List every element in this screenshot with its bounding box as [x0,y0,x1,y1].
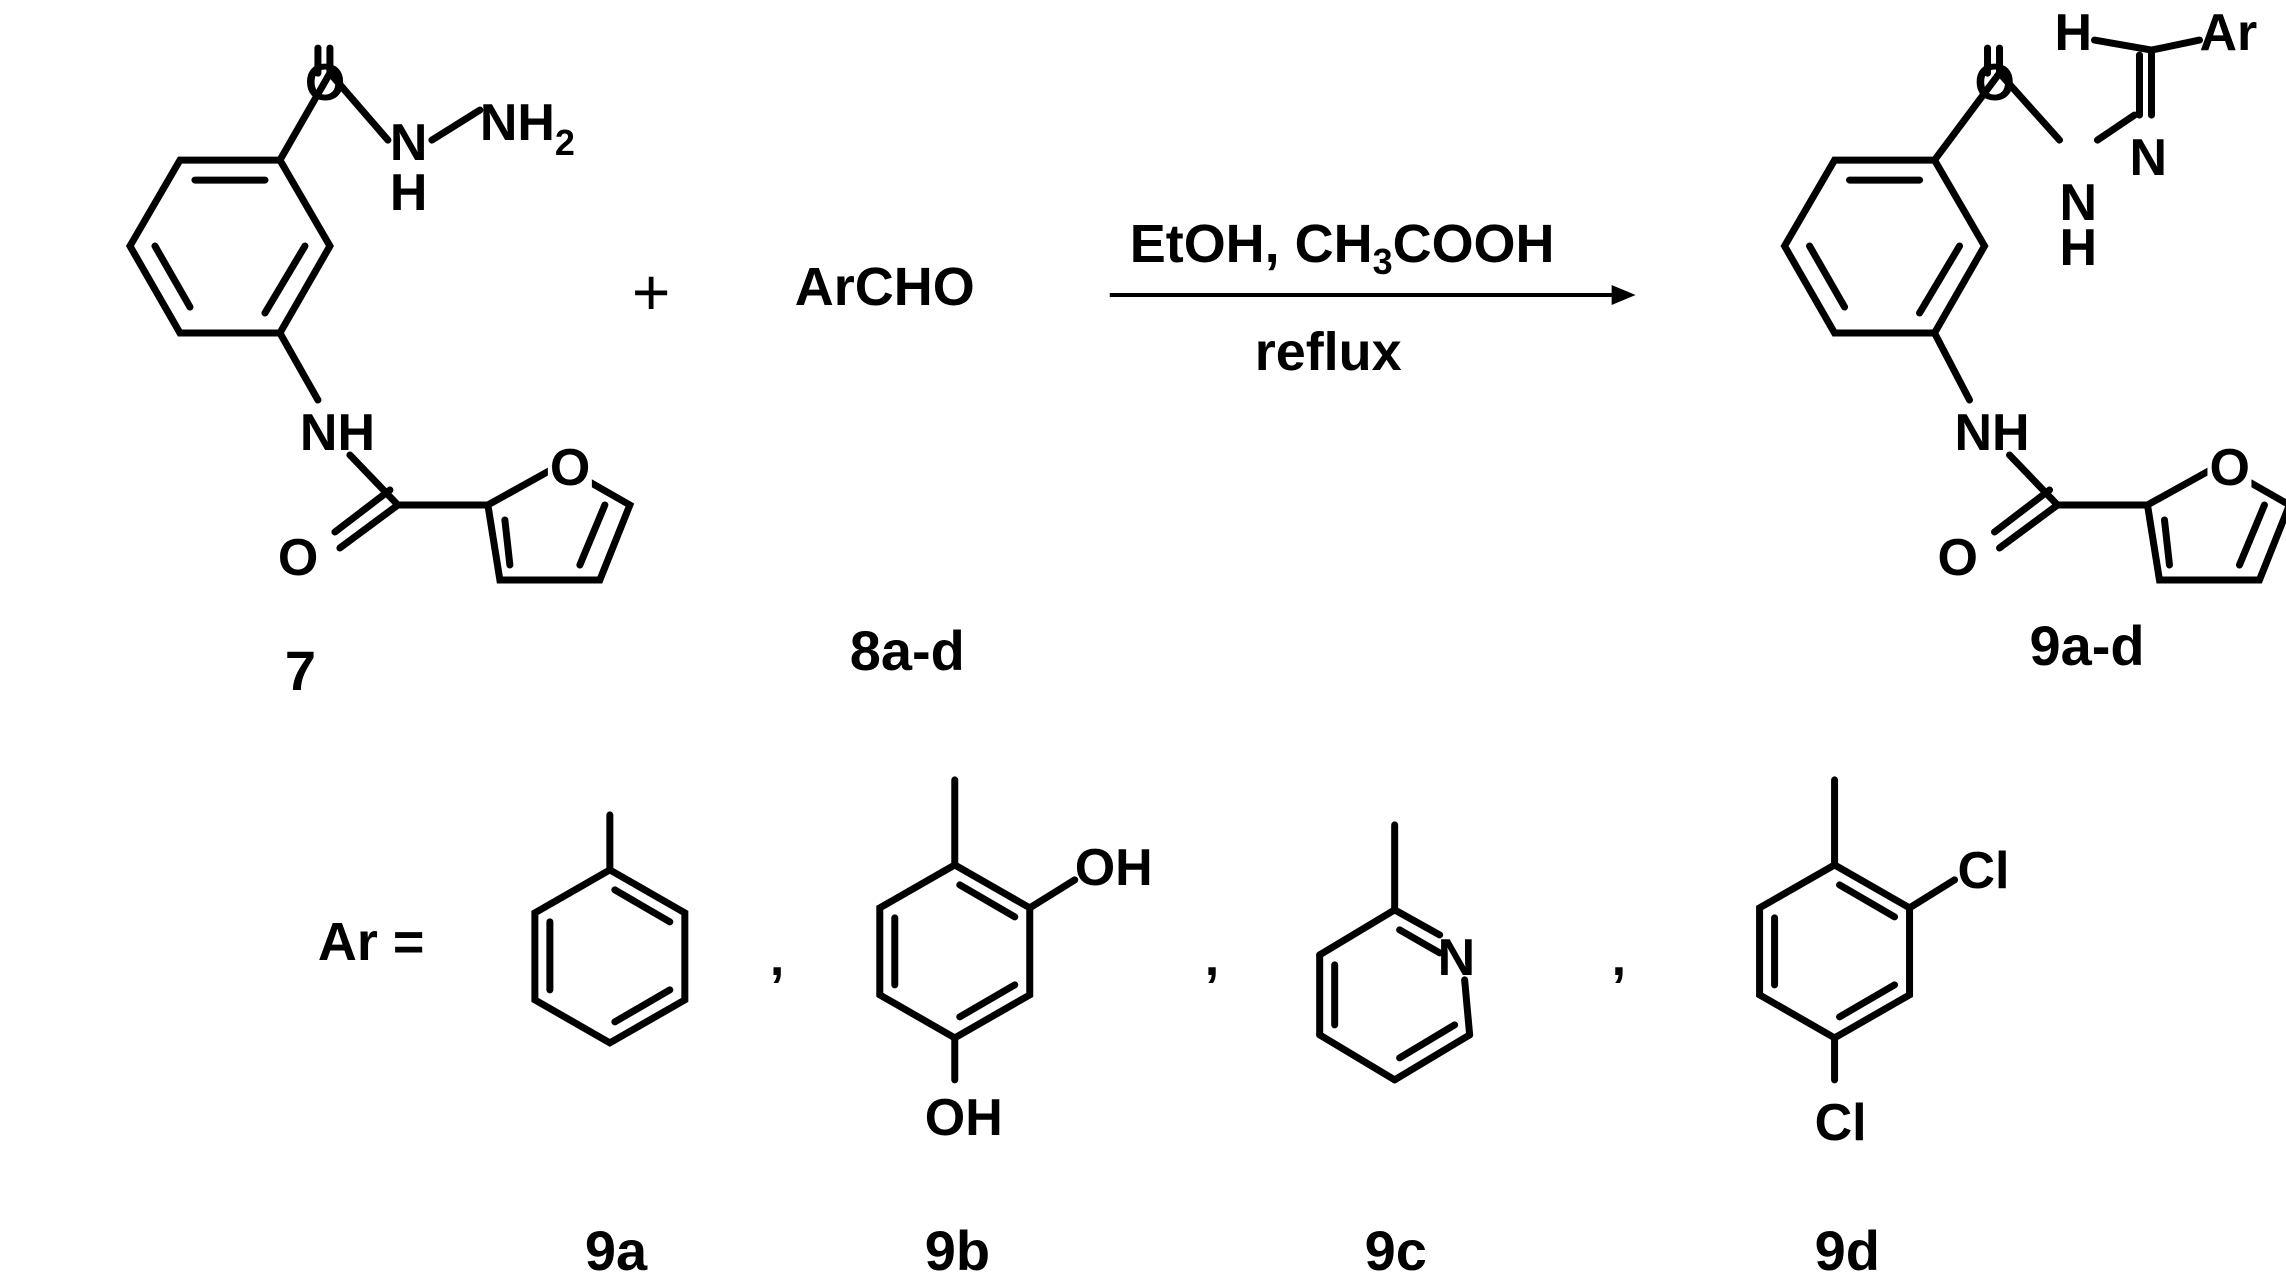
compound-7-structure: O N NH 2 H NH O O [125,44,635,587]
substituent-9a-phenyl [531,811,689,1047]
nh2-subscript: 2 [555,122,575,163]
plus-sign: + [632,255,671,329]
substituent-9d-dichlorophenyl [1756,776,1959,1084]
substituent-9b-dihydroxyphenyl [876,776,1079,1084]
substituent-9a-label: 9a [585,1219,648,1282]
compound-8-label: 8a-d [850,619,965,682]
nitrogen-hydrazide-label: N [390,114,428,172]
nh2-label: NH [480,94,555,152]
substituent-9c-label: 9c [1365,1219,1427,1282]
separator-comma-1: , [770,929,784,987]
compound-9-label: 9a-d [2030,614,2145,677]
amide-oxygen-label: O [1938,529,1978,587]
ar-equals-label: Ar = [318,912,425,972]
substituent-9b-label: 9b [925,1219,990,1282]
substituent-9d-cl-para: Cl [1815,1094,1867,1152]
nitrogen-hydrazide-label: N [2060,174,2098,232]
separator-comma-2: , [1205,929,1219,987]
benzene-ring [1780,156,1989,337]
reaction-arrow [1109,285,1636,306]
furan-oxygen-label: O [550,439,590,497]
conditions-reflux: reflux [1255,322,1402,382]
hydrazide-h-label: H [2060,219,2098,277]
conditions-reagents: EtOH, CH3COOH [1130,214,1555,282]
compound-9-structure: H Ar O N N H NH O O [1780,4,2286,587]
substituent-9b-oh-para: OH [925,1089,1003,1147]
substituent-9b-oh-ortho: OH [1075,839,1153,897]
compound-7-label: 7 [285,639,316,702]
oxygen-carbonyl-label: O [1975,54,2015,112]
substituent-9c-pyridyl [1316,821,1474,1084]
benzene-ring [125,156,334,337]
substituent-9d-cl-ortho: Cl [1958,842,2010,900]
amide-oxygen-label: O [278,529,318,587]
amide-nh-label: NH [1955,404,2030,462]
amide-nh-label: NH [300,404,375,462]
imine-h-label: H [2055,4,2093,62]
imine-nitrogen-label: N [2129,129,2167,187]
hydrazide-h-label: H [390,164,428,222]
furan-oxygen-label: O [2209,439,2249,497]
ar-group-label: Ar [2199,4,2257,62]
separator-comma-3: , [1612,929,1626,987]
substituent-9d-label: 9d [1815,1219,1880,1282]
oxygen-carbonyl-label: O [305,54,345,112]
substituent-9c-n-label: N [1438,929,1476,987]
archo-formula: ArCHO [795,257,975,317]
